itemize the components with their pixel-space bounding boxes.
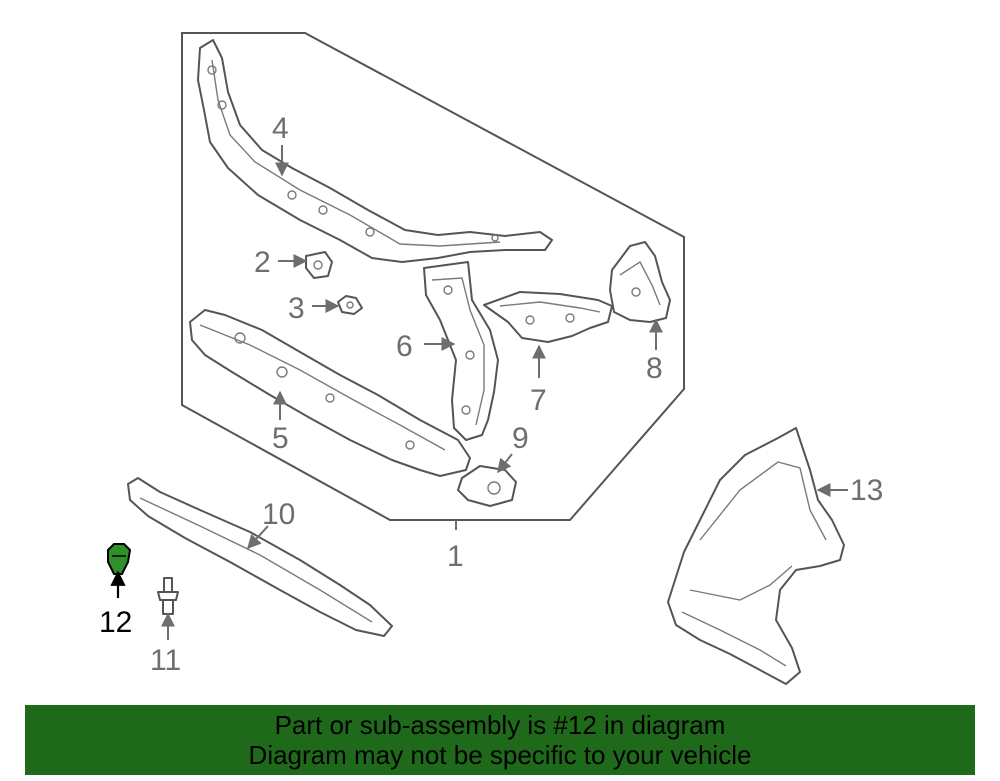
callout-9: 9: [512, 422, 529, 455]
lower-tie-bar: [189, 309, 471, 477]
vertical-support: [423, 261, 499, 441]
callout-11: 11: [150, 644, 181, 677]
banner-line-2: Diagram may not be specific to your vehi…: [248, 740, 752, 770]
upper-tie-bar: [197, 39, 553, 263]
callout-4: 4: [272, 112, 289, 145]
banner-line-1: Part or sub-assembly is #12 in diagram: [274, 710, 726, 740]
callout-1: 1: [447, 540, 464, 573]
side-bracket: [483, 291, 613, 343]
valance-strip: [127, 477, 393, 637]
parts-diagram: 1 2 3 4 5 6 7 8 9 10 11 12 13: [99, 32, 883, 685]
splash-shield: [667, 427, 845, 685]
bolt-11: [157, 577, 179, 615]
callout-3: 3: [288, 292, 305, 325]
callout-6: 6: [396, 330, 413, 363]
callout-2: 2: [254, 246, 271, 279]
callout-8: 8: [646, 352, 663, 385]
callout-5: 5: [272, 422, 289, 455]
assembly-boundary: [181, 32, 685, 521]
corner-bracket: [609, 241, 671, 323]
callout-10: 10: [262, 498, 295, 531]
clip-3: [337, 295, 363, 315]
info-banner: Part or sub-assembly is #12 in diagram D…: [25, 705, 975, 775]
callout-7: 7: [530, 384, 547, 417]
mount-9: [457, 465, 517, 507]
callout-12: 12: [99, 606, 132, 639]
callout-13: 13: [850, 474, 883, 507]
bracket-2: [305, 251, 333, 279]
clip-12-highlighted: [107, 543, 132, 575]
